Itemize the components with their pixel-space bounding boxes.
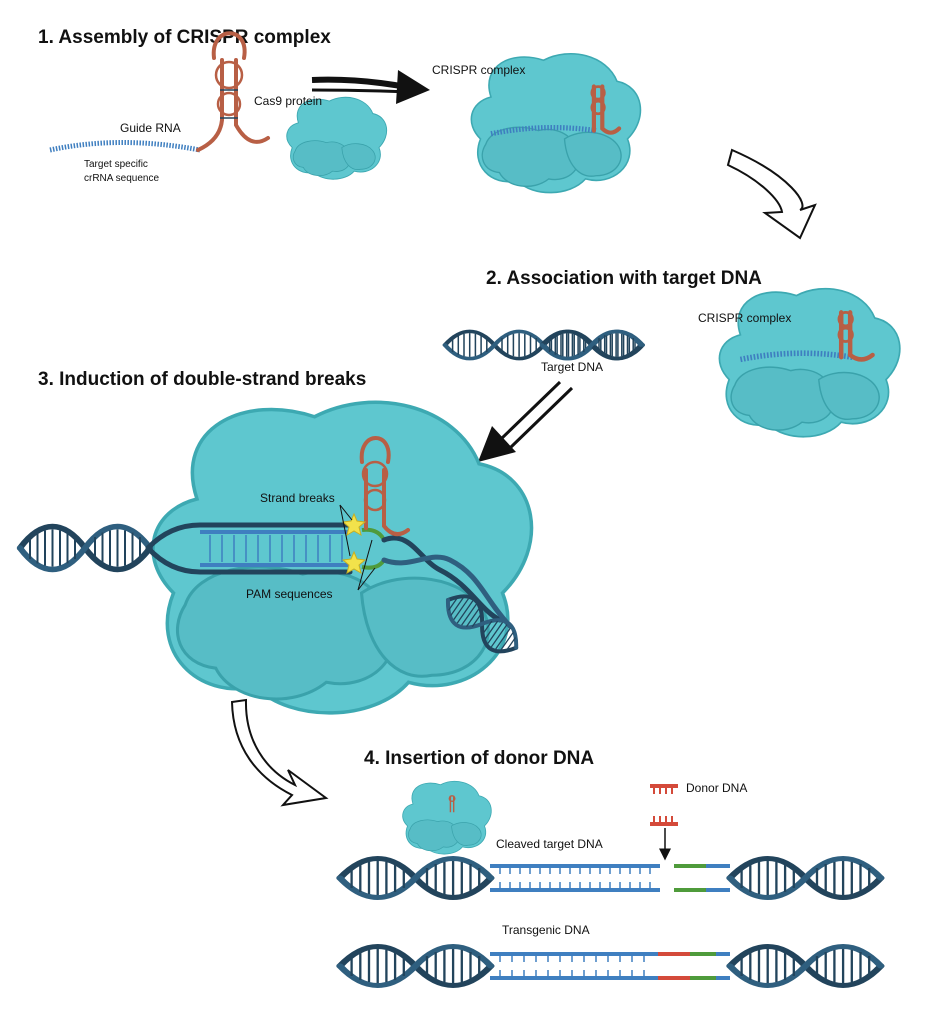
- unwound-dna: [145, 522, 353, 575]
- strand-break-star-icon: [341, 550, 367, 575]
- cas9-protein: [286, 96, 388, 180]
- rna-hairpin-top: [211, 31, 247, 60]
- step4-title: 4. Insertion of donor DNA: [364, 748, 594, 769]
- dna-rungs-unwound: [209, 535, 343, 562]
- rna-loop-2: [216, 91, 242, 117]
- rna-stem-left: [196, 58, 224, 152]
- guide-rna-label: Guide RNA: [120, 121, 181, 135]
- target-dna-helix-left: [20, 527, 150, 570]
- target-dna-label: Target DNA: [541, 360, 603, 374]
- donor-dna-icon: [650, 784, 678, 826]
- crrna-label-line1: Target specific: [84, 159, 148, 170]
- strand-breaks-label: Strand breaks: [260, 491, 335, 505]
- cas9-protein-label: Cas9 protein: [254, 94, 322, 108]
- crrna-sequence: [49, 140, 201, 153]
- step3-title: 3. Induction of double-strand breaks: [38, 369, 366, 390]
- double-line-arrow-icon: [478, 380, 574, 462]
- crispr-complex-1-label: CRISPR complex: [432, 63, 525, 77]
- pam-sequences-label: PAM sequences: [246, 587, 333, 601]
- crispr-complex-1: [470, 52, 642, 194]
- guide-rna-bound: [359, 436, 410, 537]
- released-crispr-complex: [402, 780, 492, 855]
- crrna-label-line2: crRNA sequence: [84, 173, 159, 184]
- transgenic-dna: [340, 947, 881, 986]
- guide-rna: [49, 31, 270, 153]
- crispr-complex-2-label: CRISPR complex: [698, 311, 791, 325]
- target-dna-helix-right: [381, 535, 503, 623]
- donor-dna-label: Donor DNA: [686, 781, 747, 795]
- transgenic-dna-label: Transgenic DNA: [502, 923, 590, 937]
- step1-title: 1. Assembly of CRISPR complex: [38, 27, 331, 48]
- step2-title: 2. Association with target DNA: [486, 268, 762, 289]
- cleaved-target-dna-label: Cleaved target DNA: [496, 837, 603, 851]
- hollow-curved-arrow-icon: [230, 698, 329, 807]
- bold-arrow-icon: [311, 70, 430, 104]
- rna-loop-1: [214, 60, 244, 90]
- rna-stem-right: [234, 58, 270, 144]
- strand-break-star-icon: [341, 512, 367, 537]
- cleaved-target-dna: [340, 859, 881, 898]
- hollow-curved-arrow-icon: [726, 148, 817, 240]
- crispr-complex-2: [718, 287, 901, 438]
